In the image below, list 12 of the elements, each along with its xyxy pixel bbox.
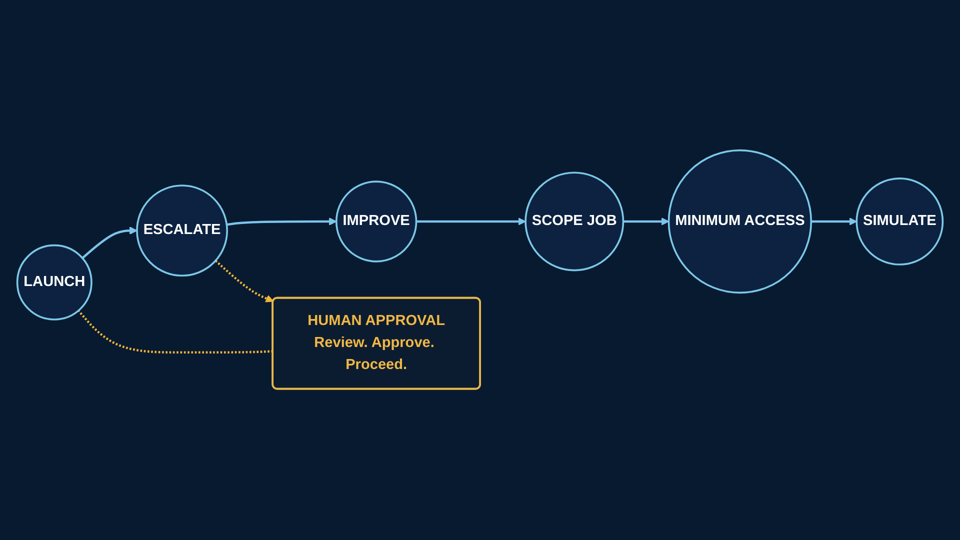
arrow [82,227,138,260]
node-circle: ESCALATE [136,185,228,278]
node-circle: LAUNCH [16,244,92,321]
arrow [226,218,337,226]
node-circle: IMPROVE [335,181,418,263]
arrow [811,218,857,226]
arrow [416,218,526,226]
arrow [214,260,274,303]
arrow [623,218,670,226]
node-circle: MINIMUM ACCESS [668,150,812,294]
node-circle: SCOPE JOB [524,172,624,272]
node-circle: SIMULATE [856,178,944,266]
